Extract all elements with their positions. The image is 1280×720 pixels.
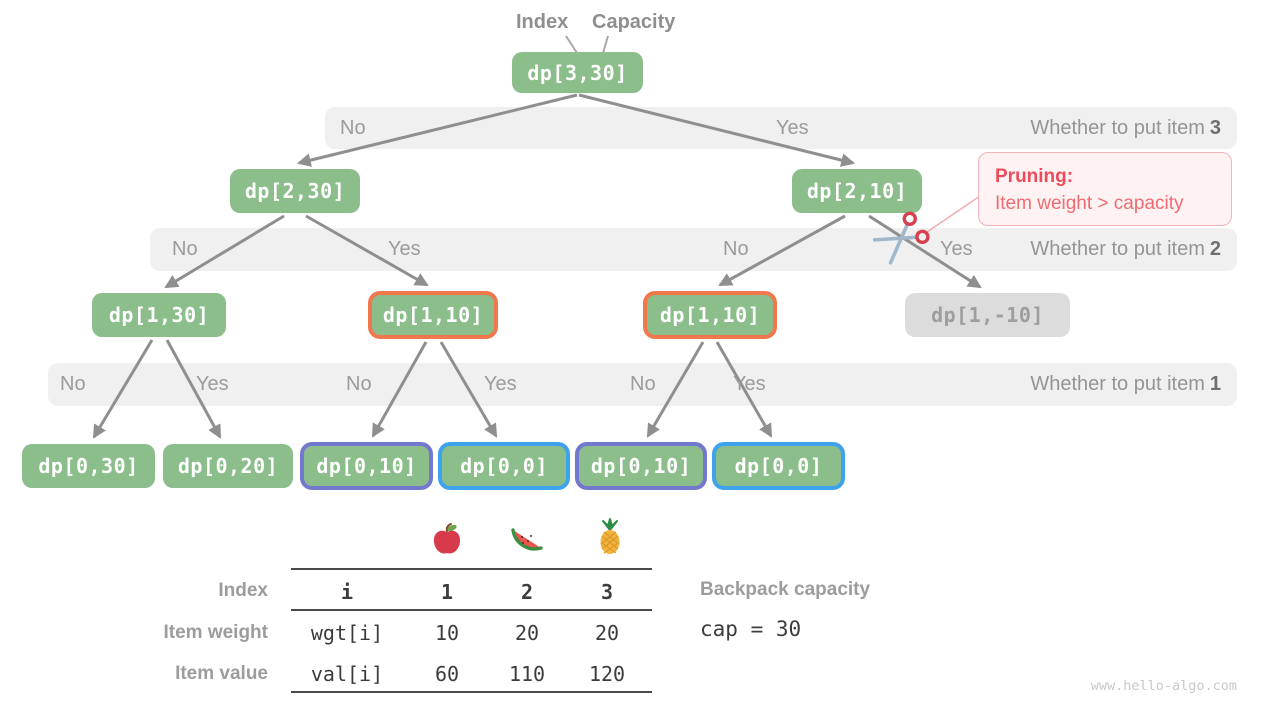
table-header-cell: 1 (440, 580, 454, 604)
choice-label: Yes (388, 238, 421, 260)
node-dp-0-10-duplicate: dp[0,10] (575, 442, 707, 490)
node-dp-0-0-duplicate: dp[0,0] (438, 442, 570, 490)
table-row-label-value: Item value (175, 663, 268, 684)
watermark: www.hello-algo.com (1090, 678, 1237, 694)
band-question-item-number: 1 (1209, 373, 1221, 395)
choice-label: No (340, 117, 366, 139)
choice-label: Yes (196, 373, 229, 395)
node-dp-2-10: dp[2,10] (792, 169, 922, 213)
band-question-item-number: 2 (1209, 238, 1221, 260)
pineapple-icon (592, 518, 628, 555)
pruning-title-line: Pruning: (995, 166, 1074, 187)
index-pointer-label: Index (516, 11, 569, 33)
table-header-cell: i (340, 580, 354, 604)
table-value-cell: 120 (588, 662, 626, 686)
choice-label: Yes (484, 373, 517, 395)
backpack-capacity-label: Backpack capacity (700, 579, 871, 600)
node-dp-2-30: dp[2,30] (230, 169, 360, 213)
choice-label: No (630, 373, 656, 395)
band-question-text: Whether to put item (1030, 238, 1205, 260)
table-row-label-weight: Item weight (163, 622, 268, 643)
band-question-text: Whether to put item (1030, 373, 1205, 395)
table-rule-bottom (291, 691, 652, 693)
choice-label: Yes (733, 373, 766, 395)
scissors-icon (873, 211, 930, 265)
choice-label: No (172, 238, 198, 260)
capacity-pointer-label: Capacity (592, 11, 676, 33)
table-header-cell: 2 (520, 580, 534, 604)
table-header-cell: 3 (600, 580, 614, 604)
table-weight-cell: wgt[i] (310, 621, 384, 645)
choice-label: Yes (776, 117, 809, 139)
backpack-capacity-code: cap = 30 (700, 617, 802, 641)
choice-label: No (346, 373, 372, 395)
table-rule-top (291, 568, 652, 570)
pruning-detail: Item weight > capacity (995, 193, 1184, 214)
table-value-cell: val[i] (310, 662, 384, 686)
table-value-cell: 60 (434, 662, 460, 686)
pointer-tick-lines (565, 35, 609, 54)
node-dp-0-20: dp[0,20] (163, 444, 293, 488)
node-dp-1-30: dp[1,30] (92, 293, 226, 337)
table-value-cell: 110 (508, 662, 546, 686)
pruning-connector-line (926, 195, 981, 233)
band-question-item-number: 3 (1209, 117, 1221, 139)
pruning-callout: Pruning: Item weight > capacity (978, 152, 1232, 226)
apple-icon (429, 521, 465, 557)
table-weight-cell: 10 (434, 621, 460, 645)
pruning-title: Pruning (995, 166, 1067, 187)
node-dp-0-10-duplicate: dp[0,10] (300, 442, 433, 490)
table-row-label-index: Index (218, 580, 268, 601)
node-dp-1-10-pruned-source: dp[1,10] (368, 291, 498, 339)
node-dp-0-0-duplicate: dp[0,0] (712, 442, 845, 490)
choice-label: No (60, 373, 86, 395)
node-dp-1-10-pruned-source: dp[1,10] (643, 291, 777, 339)
node-dp-1-neg10-invalid: dp[1,-10] (905, 293, 1070, 337)
watermelon-icon (509, 523, 545, 559)
choice-label: Yes (940, 238, 973, 260)
table-weight-cell: 20 (594, 621, 620, 645)
table-weight-cell: 20 (514, 621, 540, 645)
table-rule-middle (291, 609, 652, 611)
band-question-text: Whether to put item (1030, 117, 1205, 139)
node-dp-3-30: dp[3,30] (512, 52, 643, 93)
node-dp-0-30: dp[0,30] (22, 444, 155, 488)
choice-label: No (723, 238, 749, 260)
